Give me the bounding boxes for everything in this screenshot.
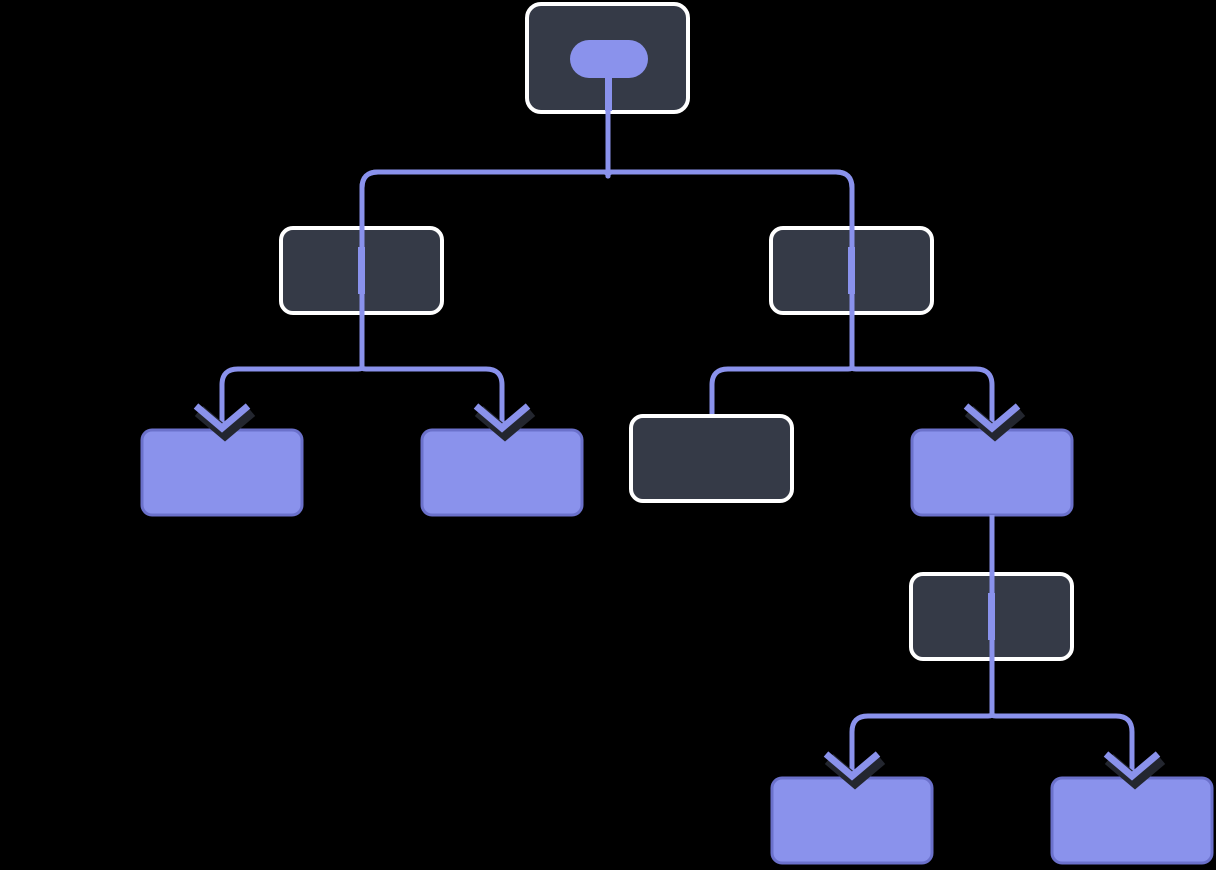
node-glyphs-layer — [358, 40, 995, 640]
arrowhead-leaf-a-chevron — [193, 403, 251, 433]
arrowhead-leaf-c — [823, 751, 886, 790]
branch-right-bar-glyph — [848, 247, 855, 294]
root-pin-glyph-stem — [605, 78, 612, 111]
arrowhead-leaf-d-chevron — [1103, 751, 1161, 781]
edge-root-to-branch-right-overlay — [605, 76, 855, 325]
group-node[interactable] — [910, 428, 1074, 517]
arrowhead-group-chevron — [963, 403, 1021, 433]
leaf-node-a[interactable] — [140, 428, 304, 517]
branch-left-bar-glyph — [358, 247, 365, 294]
empty-node[interactable] — [629, 414, 794, 503]
leaf-node-d[interactable] — [1050, 776, 1214, 865]
edge-sub-branch-to-leaf-d — [989, 659, 1135, 774]
arrowhead-leaf-b-chevron — [473, 403, 531, 433]
arrowhead-group — [963, 403, 1026, 442]
arrowhead-leaf-b — [473, 403, 536, 442]
arrowhead-leaf-a — [193, 403, 256, 442]
arrowheads-layer — [193, 403, 1166, 790]
edge-branch-left-to-leaf-b — [359, 313, 505, 426]
root-pin-glyph-pill — [570, 40, 648, 78]
arrowhead-leaf-d — [1103, 751, 1166, 790]
edge-branch-right-to-group — [849, 313, 995, 426]
arrowhead-leaf-c-chevron — [823, 751, 881, 781]
leaf-node-b[interactable] — [420, 428, 584, 517]
sub-branch-bar-glyph — [988, 593, 995, 640]
leaf-node-c[interactable] — [770, 776, 934, 865]
nodes-layer — [140, 2, 1214, 865]
